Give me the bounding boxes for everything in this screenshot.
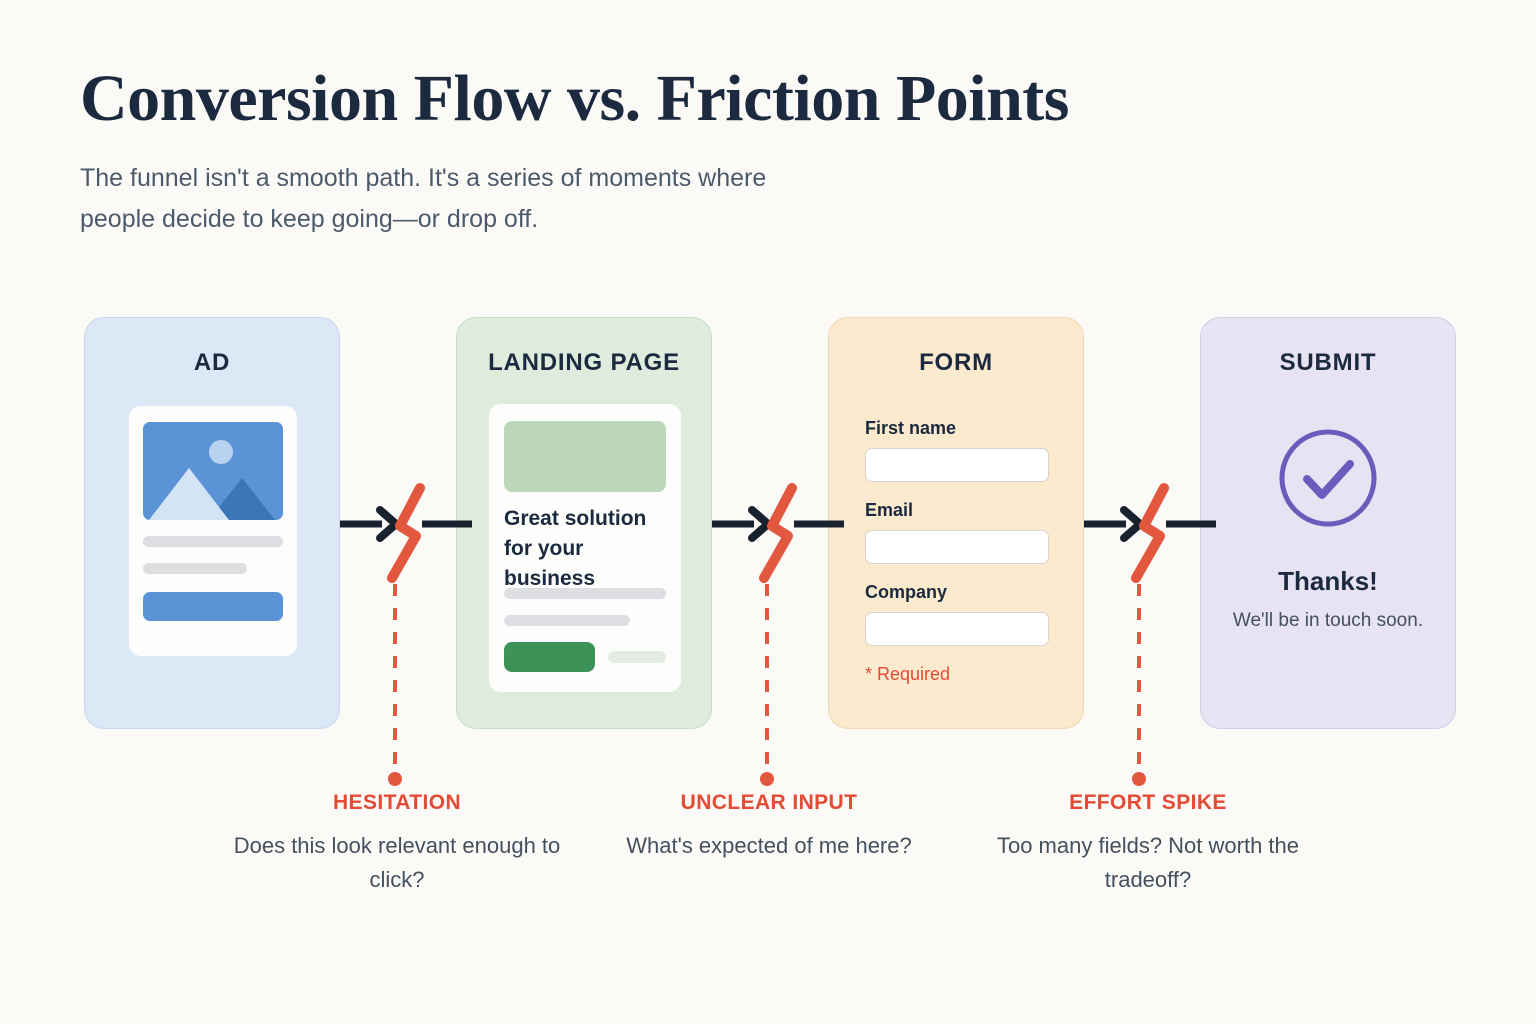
friction-bolt-icon: [387, 483, 425, 583]
check-circle-icon: [1276, 426, 1380, 530]
landing-mock-panel: Great solution for your business: [489, 404, 681, 692]
submit-heading: Thanks!: [1278, 566, 1378, 596]
arrow-right-icon: [1120, 506, 1144, 542]
friction-label-unclear-input: UNCLEAR INPUT What's expected of me here…: [604, 791, 934, 863]
hero-block: [504, 421, 666, 492]
secondary-pill: [608, 651, 666, 663]
picture-placeholder-icon: [143, 422, 283, 520]
friction-dot: [760, 772, 774, 786]
stage-title-form: FORM: [919, 349, 993, 376]
friction-label-hesitation: HESITATION Does this look relevant enoug…: [232, 791, 562, 897]
conversion-flow-row: AD LANDING PAGE Great solution for your …: [84, 317, 1456, 729]
friction-label-effort-spike: EFFORT SPIKE Too many fields? Not worth …: [983, 791, 1313, 897]
friction-title: UNCLEAR INPUT: [680, 791, 858, 814]
friction-bolt-icon: [1131, 483, 1169, 583]
text-line-placeholder: [143, 536, 283, 547]
friction-title: EFFORT SPIKE: [1069, 791, 1227, 814]
ad-mock-panel: [129, 406, 297, 656]
stage-title-submit: SUBMIT: [1279, 349, 1377, 376]
friction-description: Too many fields? Not worth the tradeoff?: [996, 833, 1300, 893]
mountain-front-shape: [149, 468, 229, 520]
required-note: * Required: [865, 664, 951, 684]
label-first-name: First name: [865, 418, 957, 438]
stage-title-ad: AD: [193, 349, 231, 376]
page-title: Conversion Flow vs. Friction Points: [80, 62, 1069, 135]
connector-3: [1084, 480, 1216, 810]
arrow-right-icon: [376, 506, 400, 542]
landing-headline: Great solution for your business: [504, 507, 647, 590]
ad-cta-button[interactable]: [143, 592, 283, 621]
text-line-placeholder: [504, 615, 630, 626]
friction-bolt-icon: [759, 483, 797, 583]
submit-subtext: We'll be in touch soon.: [1232, 610, 1424, 631]
company-input[interactable]: [865, 612, 1049, 646]
text-line-placeholder: [143, 563, 247, 574]
connector-1: [340, 480, 472, 810]
label-email: Email: [865, 500, 914, 520]
friction-dot: [388, 772, 402, 786]
friction-description: What's expected of me here?: [626, 833, 912, 858]
arrow-right-icon: [748, 506, 772, 542]
text-line-placeholder: [504, 588, 666, 599]
connector-2: [712, 480, 844, 810]
stage-card-landing-page[interactable]: LANDING PAGE Great solution for your bus…: [456, 317, 712, 729]
form-fields-group: First name Email Company * Required: [865, 418, 1049, 685]
landing-cta-button[interactable]: [504, 642, 595, 672]
stage-card-submit[interactable]: SUBMIT Thanks! We'll be in touch soon.: [1200, 317, 1456, 729]
sun-shape: [209, 440, 233, 464]
stage-card-ad[interactable]: AD: [84, 317, 340, 729]
email-input[interactable]: [865, 530, 1049, 564]
page-subtitle: The funnel isn't a smooth path. It's a s…: [80, 164, 767, 233]
first-name-input[interactable]: [865, 448, 1049, 482]
stage-card-form[interactable]: FORM First name Email Company * Required: [828, 317, 1084, 729]
page-header: Conversion Flow vs. Friction Points The …: [80, 66, 1280, 239]
label-company: Company: [865, 582, 948, 602]
friction-description: Does this look relevant enough to click?: [233, 833, 561, 893]
friction-title: HESITATION: [332, 791, 462, 814]
stage-title-landing-page: LANDING PAGE: [488, 349, 680, 376]
friction-dot: [1132, 772, 1146, 786]
